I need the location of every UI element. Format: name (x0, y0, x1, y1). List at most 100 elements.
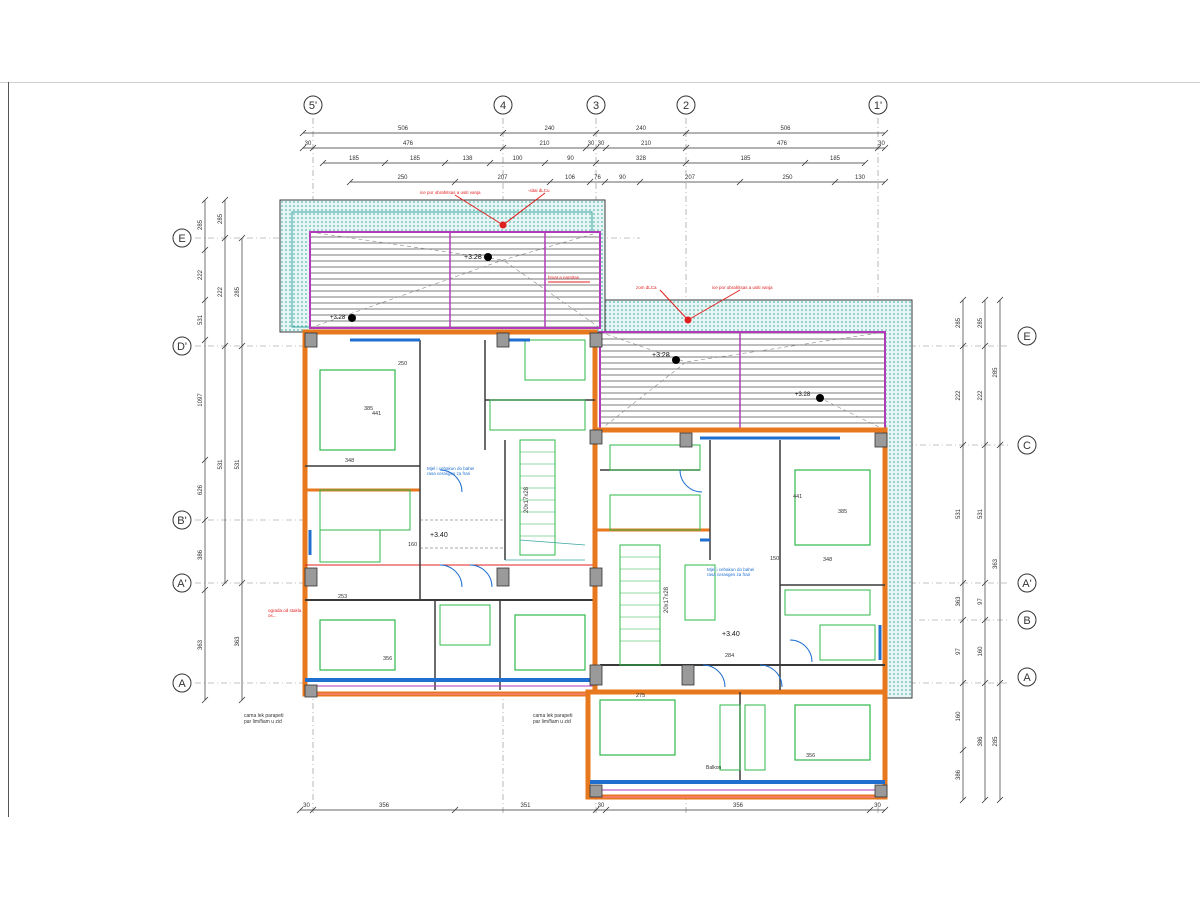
dim-row-1-value: 506 (780, 126, 791, 132)
dim-bottom-value: 30 (598, 803, 605, 809)
svg-text:hrvat a narnitas: hrvat a narnitas (548, 275, 580, 280)
dim-row-4-value: 90 (619, 175, 626, 181)
dim-row-4-value: 207 (685, 175, 696, 181)
dim-left-3-value: 531 (235, 459, 241, 470)
level-mark: +3.40 (722, 631, 740, 638)
grid-bubble-top-0: 5' (303, 95, 323, 115)
dim-row-2-value: 476 (777, 141, 788, 147)
grid-bubble-right-1-label: C (1023, 440, 1031, 452)
plan-labels: +3.40+3.40+3.28+3.28+3.28+3.2820x17x2820… (244, 254, 847, 771)
roof-terrace-left (279, 199, 606, 333)
dim-bottom-value: 30 (303, 803, 310, 809)
room-dimension: 385 (364, 406, 373, 412)
dim-row-2-value: 30 (588, 141, 595, 147)
dim-row-2-value: 476 (403, 141, 414, 147)
level-mark: +3.28 (330, 315, 346, 321)
dim-row-2-value: 210 (539, 141, 550, 147)
dim-right-2-value: 160 (978, 646, 984, 657)
dim-left-1-value: 285 (198, 219, 204, 230)
grid-bubble-right-2-label: A' (1022, 578, 1031, 590)
dim-row-1-value: 240 (544, 126, 555, 132)
dim-left-1-value: 531 (198, 314, 204, 325)
grid-bubble-left-3: A' (172, 573, 192, 593)
room-dimension: 150 (770, 556, 779, 562)
svg-text:zom dLCa: zom dLCa (636, 285, 657, 290)
room-dimension: 441 (793, 494, 802, 500)
dim-right-1-value: 363 (956, 596, 962, 607)
dim-row-3-value: 100 (512, 156, 523, 162)
dim-row-3-value: 185 (410, 156, 421, 162)
dim-right-3-value: 363 (993, 558, 999, 569)
level-mark: +3.28 (652, 352, 670, 359)
dim-right-1-value: 97 (956, 648, 962, 655)
right-apartment (585, 427, 888, 800)
note-balcony: Balkon (706, 765, 722, 771)
drain-markers (348, 253, 824, 402)
dim-row-2-value: 30 (598, 141, 605, 147)
dim-bottom-value: 356 (733, 803, 744, 809)
grid-bubble-right-3: B (1017, 610, 1037, 630)
grid-bubble-top-1-label: 4 (500, 100, 506, 112)
grid-bubble-left-2: B' (172, 510, 192, 530)
svg-text:ice por obrahitsas a usiti van: ice por obrahitsas a usiti vanja (420, 190, 481, 195)
room-dimension: 356 (383, 656, 392, 662)
room-dimension: 160 (408, 542, 417, 548)
dim-row-4-value: 130 (855, 175, 866, 181)
dim-row-3-value: 185 (349, 156, 360, 162)
dim-row-4-value: 207 (497, 175, 508, 181)
dim-left-1-value: 1097 (198, 393, 204, 407)
grid-bubble-top-4: 1' (868, 95, 888, 115)
dim-row-3-value: 185 (830, 156, 841, 162)
room-dimension: 348 (345, 458, 354, 464)
grid-bubble-left-1: D' (172, 336, 192, 356)
dim-row-4-value: 106 (565, 175, 576, 181)
dim-bottom-value: 30 (874, 803, 881, 809)
dim-row-4-value: 76 (594, 175, 601, 181)
grid-bubble-top-3-label: 2 (683, 100, 689, 112)
dim-left-1-value: 363 (198, 639, 204, 650)
room-dimension: 441 (372, 411, 381, 417)
windows (308, 338, 882, 660)
stair-label: 20x17x28 (524, 486, 530, 513)
columns (304, 332, 888, 798)
grid-bubble-right-4-label: A (1023, 672, 1031, 684)
dim-left-2-value: 222 (218, 286, 224, 297)
dim-right-1-value: 531 (956, 508, 962, 519)
dim-row-1: 506 240 240 506 (299, 126, 889, 137)
dim-row-2-value: 210 (641, 141, 652, 147)
dim-row-2-value: 30 (305, 141, 312, 147)
grid-bubble-top-1: 4 (493, 95, 513, 115)
dim-left-2-value: 285 (218, 213, 224, 224)
dim-right-1-value: 160 (956, 711, 962, 722)
dim-left-1-value: 386 (198, 549, 204, 560)
dim-row-1-value: 240 (636, 126, 647, 132)
dim-right-1-value: 285 (956, 317, 962, 328)
left-frame-edge (8, 82, 9, 817)
grid-bubble-right-4: A (1017, 667, 1037, 687)
dim-bottom-value: 356 (379, 803, 390, 809)
room-dimension: 385 (838, 509, 847, 515)
svg-text:-sitai dLCu: -sitai dLCu (528, 188, 550, 193)
dim-row-3-value: 90 (567, 156, 574, 162)
level-mark: +3.28 (795, 392, 811, 398)
dim-row-1-value: 506 (398, 126, 409, 132)
room-dimension: 253 (338, 594, 347, 600)
dim-right-2-value: 285 (978, 317, 984, 328)
dim-right-2-value: 386 (978, 736, 984, 747)
grid-bubble-left-0: E (172, 228, 192, 248)
grid-bubble-top-0-label: 5' (309, 100, 317, 112)
grid-bubble-right-0-label: E (1023, 331, 1030, 343)
